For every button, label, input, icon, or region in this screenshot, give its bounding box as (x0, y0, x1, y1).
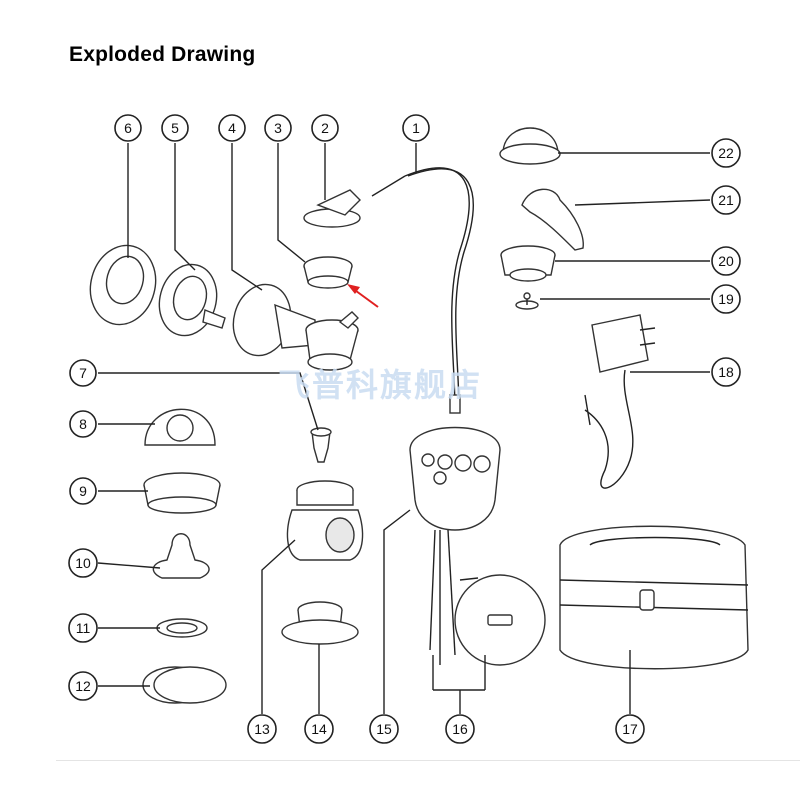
callout-label: 17 (622, 721, 638, 737)
part-20 (500, 245, 556, 282)
callout-label: 14 (311, 721, 327, 737)
part-4 (232, 283, 359, 371)
callout-14: 14 (304, 714, 334, 744)
part-3 (303, 256, 353, 289)
callout-label: 8 (79, 416, 87, 432)
watermark-text: 飞普科旗舰店 (278, 367, 483, 403)
red-arrow-icon (347, 284, 379, 308)
part-7 (310, 427, 332, 463)
callout-19: 19 (711, 284, 741, 314)
callout-label: 6 (124, 120, 132, 136)
callout-label: 19 (718, 291, 734, 307)
part-9 (143, 472, 221, 514)
part-21 (521, 188, 584, 251)
part-2 (303, 189, 361, 228)
part-1 (371, 167, 474, 414)
callout-label: 7 (79, 365, 87, 381)
part-12 (142, 666, 227, 704)
callout-18: 18 (711, 357, 741, 387)
callout-4: 4 (218, 114, 246, 142)
callout-2: 2 (311, 114, 339, 142)
callout-12: 12 (68, 671, 98, 701)
callout-3: 3 (264, 114, 292, 142)
callout-1: 1 (402, 114, 430, 142)
callout-15: 15 (369, 714, 399, 744)
callout-16: 16 (445, 714, 475, 744)
diagram-title: Exploded Drawing (69, 43, 256, 66)
callout-label: 9 (79, 483, 87, 499)
callout-20: 20 (711, 246, 741, 276)
part-6 (89, 244, 157, 326)
callout-label: 15 (376, 721, 392, 737)
callout-label: 18 (718, 364, 734, 380)
callout-10: 10 (68, 548, 98, 578)
bottom-divider (56, 760, 800, 761)
callout-label: 4 (228, 120, 236, 136)
callout-17: 17 (615, 714, 645, 744)
callout-label: 16 (452, 721, 468, 737)
part-11 (156, 618, 208, 638)
callout-22: 22 (711, 138, 741, 168)
leader-lines (97, 143, 711, 714)
part-19 (515, 292, 539, 310)
callout-9: 9 (69, 477, 97, 505)
part-16 (454, 574, 546, 666)
callout-7: 7 (69, 359, 97, 387)
callout-13: 13 (247, 714, 277, 744)
part-5 (158, 263, 226, 337)
callout-8: 8 (69, 410, 97, 438)
part-15 (409, 426, 501, 665)
part-22 (499, 127, 561, 165)
callout-label: 10 (75, 555, 91, 571)
callout-label: 22 (718, 145, 734, 161)
part-17 (559, 525, 749, 670)
part-10 (152, 533, 210, 579)
part-13 (286, 480, 364, 561)
part-14 (281, 601, 359, 645)
callout-label: 13 (254, 721, 270, 737)
part-8 (144, 408, 216, 446)
callout-6: 6 (114, 114, 142, 142)
callout-5: 5 (161, 114, 189, 142)
callout-label: 11 (76, 620, 91, 636)
callout-11: 11 (68, 613, 98, 643)
callout-label: 12 (75, 678, 91, 694)
callout-label: 2 (321, 120, 329, 136)
callout-21: 21 (711, 185, 741, 215)
callout-label: 1 (412, 120, 420, 136)
callout-label: 21 (718, 192, 734, 208)
callout-label: 5 (171, 120, 179, 136)
part-18 (584, 314, 656, 489)
callout-label: 3 (274, 120, 282, 136)
callout-label: 20 (718, 253, 734, 269)
